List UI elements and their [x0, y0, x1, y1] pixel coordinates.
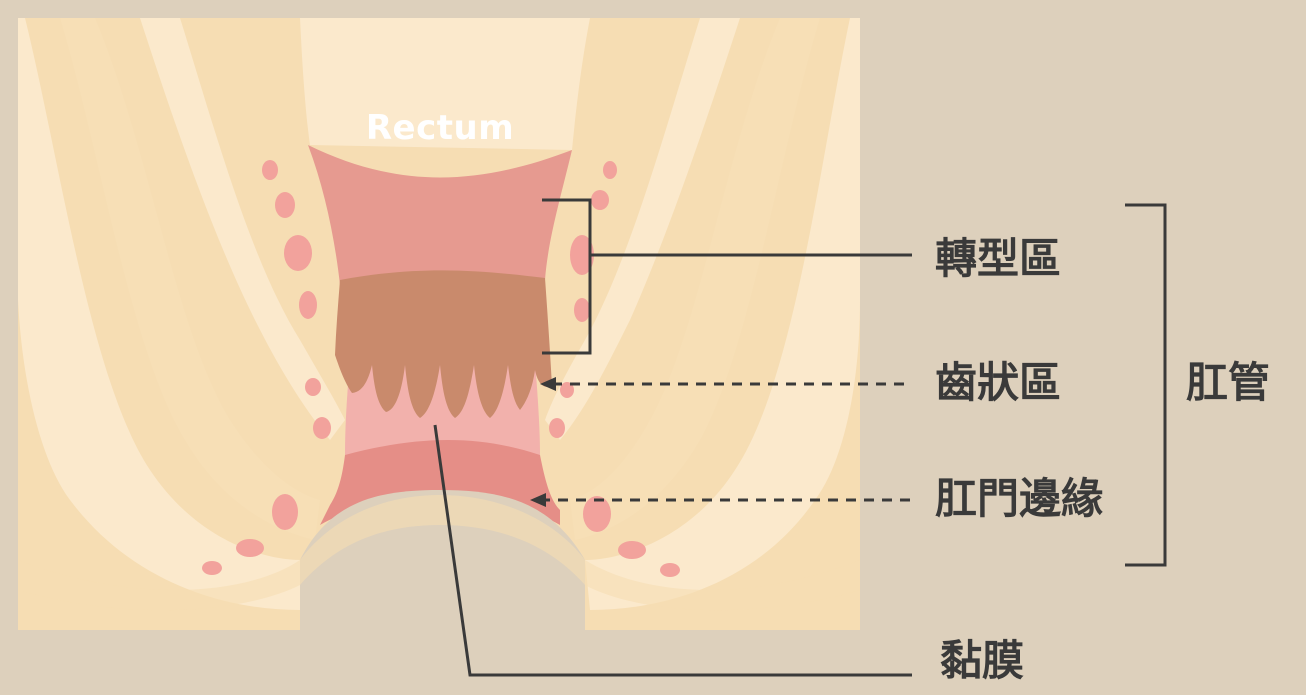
rectum-label: Rectum: [366, 108, 514, 148]
mucosa-label: 黏膜: [940, 640, 1024, 682]
dentate-zone-label: 齒狀區: [935, 362, 1061, 404]
anal-verge-label: 肛門邊緣: [935, 478, 1103, 520]
transition-zone-label: 轉型區: [935, 238, 1061, 280]
anal-canal-bracket: [1125, 205, 1165, 565]
anal-canal-label: 肛管: [1186, 362, 1270, 404]
